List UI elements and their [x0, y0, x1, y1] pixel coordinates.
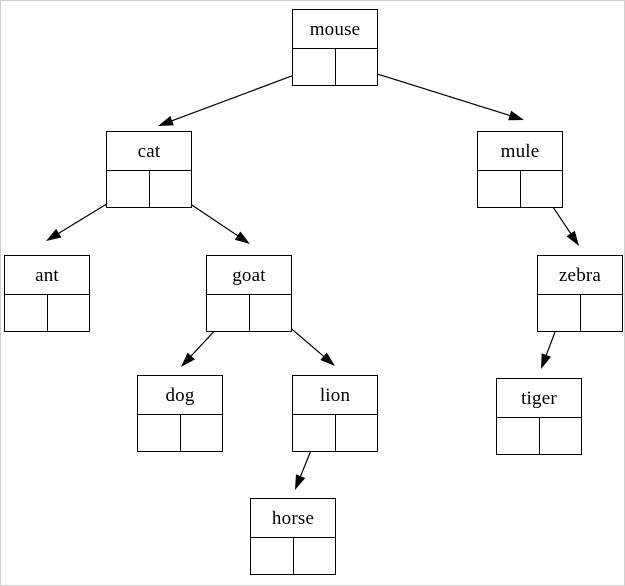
tree-node-dog[interactable]: dog [137, 375, 223, 452]
edge-arrowhead [320, 352, 335, 366]
node-label-mouse: mouse [293, 10, 377, 49]
node-label-lion: lion [293, 376, 377, 415]
right-pointer-cell-ant[interactable] [48, 295, 90, 331]
left-pointer-cell-goat[interactable] [207, 295, 250, 331]
node-pointer-row [497, 418, 581, 454]
node-pointer-row [251, 538, 335, 574]
edge-arrowhead [234, 231, 250, 244]
right-pointer-cell-zebra[interactable] [581, 295, 623, 331]
node-pointer-row [207, 295, 291, 331]
tree-node-cat[interactable]: cat [106, 131, 192, 208]
right-pointer-cell-mule[interactable] [521, 171, 563, 207]
node-label-mule: mule [478, 132, 562, 171]
right-pointer-cell-goat[interactable] [250, 295, 292, 331]
tree-node-mule[interactable]: mule [477, 131, 563, 208]
edge-mouse-to-mule [354, 66, 524, 121]
edge-arrowhead [541, 353, 551, 369]
tree-node-zebra[interactable]: zebra [537, 255, 623, 332]
edge-line [354, 66, 512, 117]
node-pointer-row [107, 171, 191, 207]
node-pointer-row [538, 295, 622, 331]
edge-arrowhead [566, 230, 579, 246]
right-pointer-cell-mouse[interactable] [336, 49, 378, 85]
node-label-dog: dog [138, 376, 222, 415]
node-label-zebra: zebra [538, 256, 622, 295]
tree-node-tiger[interactable]: tiger [496, 378, 582, 455]
right-pointer-cell-tiger[interactable] [540, 418, 582, 454]
left-pointer-cell-mule[interactable] [478, 171, 521, 207]
left-pointer-cell-cat[interactable] [107, 171, 150, 207]
edge-arrowhead [295, 474, 306, 490]
edge-arrowhead [181, 352, 195, 367]
node-pointer-row [478, 171, 562, 207]
right-pointer-cell-lion[interactable] [336, 415, 378, 451]
tree-node-goat[interactable]: goat [206, 255, 292, 332]
left-pointer-cell-tiger[interactable] [497, 418, 540, 454]
right-pointer-cell-dog[interactable] [181, 415, 223, 451]
tree-node-ant[interactable]: ant [4, 255, 90, 332]
left-pointer-cell-zebra[interactable] [538, 295, 581, 331]
tree-node-mouse[interactable]: mouse [292, 9, 378, 86]
node-pointer-row [293, 415, 377, 451]
left-pointer-cell-lion[interactable] [293, 415, 336, 451]
node-label-tiger: tiger [497, 379, 581, 418]
node-label-cat: cat [107, 132, 191, 171]
tree-node-lion[interactable]: lion [292, 375, 378, 452]
left-pointer-cell-dog[interactable] [138, 415, 181, 451]
node-label-ant: ant [5, 256, 89, 295]
right-pointer-cell-cat[interactable] [150, 171, 192, 207]
node-label-horse: horse [251, 499, 335, 538]
edge-mouse-to-cat [158, 67, 314, 126]
tree-node-horse[interactable]: horse [250, 498, 336, 575]
node-pointer-row [5, 295, 89, 331]
edge-arrowhead [508, 110, 524, 121]
node-pointer-row [293, 49, 377, 85]
node-label-goat: goat [207, 256, 291, 295]
edge-arrowhead [46, 228, 62, 241]
left-pointer-cell-ant[interactable] [5, 295, 48, 331]
edge-arrowhead [158, 116, 174, 126]
left-pointer-cell-mouse[interactable] [293, 49, 336, 85]
node-pointer-row [138, 415, 222, 451]
right-pointer-cell-horse[interactable] [294, 538, 336, 574]
left-pointer-cell-horse[interactable] [251, 538, 294, 574]
